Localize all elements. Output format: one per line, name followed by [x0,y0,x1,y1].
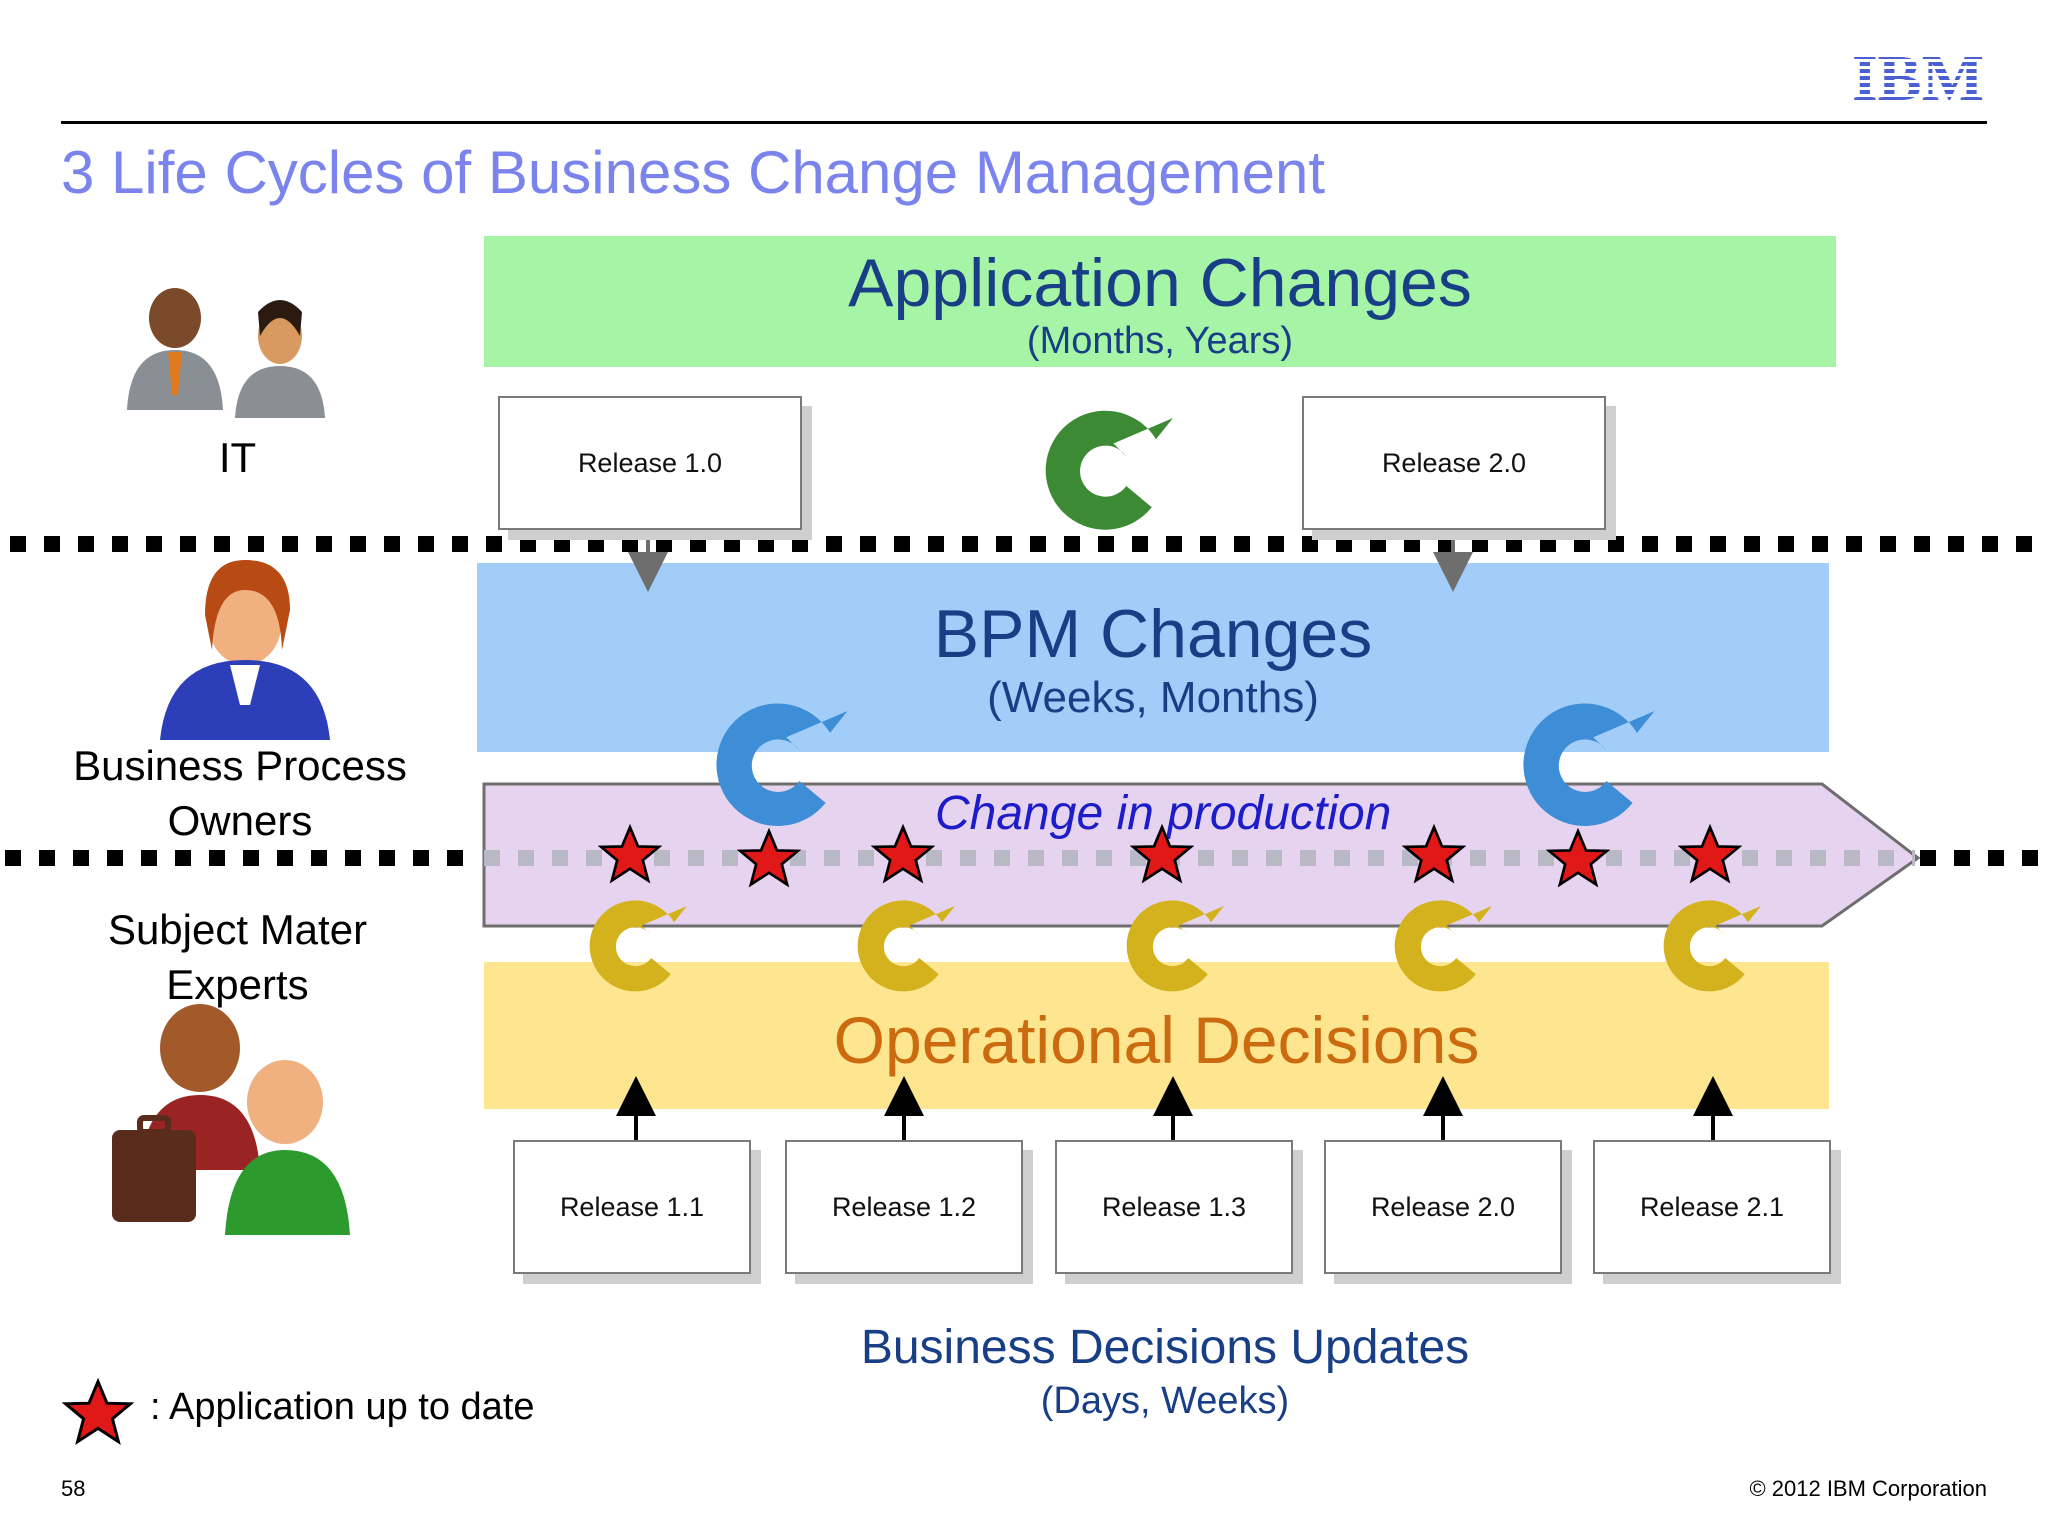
decision-release-box: Release 2.0 [1324,1140,1562,1274]
decision-release-label: Release 1.2 [831,1191,977,1222]
app-release-label: Release 1.0 [577,447,723,478]
business-owner-icon [160,560,330,740]
it-people-icon [127,288,325,418]
decision-release-box: Release 1.2 [785,1140,1023,1274]
business-decisions-title: Business Decisions Updates [860,1321,1470,1374]
decision-release-box: Release 1.1 [513,1140,751,1274]
divider-bpo-sme-left [5,850,465,866]
bpm-changes-title: BPM Changes [933,596,1373,672]
application-changes-title: Application Changes [848,245,1472,321]
yellow-cycle-icon [857,900,955,992]
blue-cycle-icon [1523,703,1655,826]
star-icon [1131,825,1193,882]
subject-matter-experts-icon [112,1004,350,1235]
app-release-box: Release 1.0 [498,396,802,530]
yellow-cycle-icon [589,900,687,992]
role-sme-line1: Subject Mater [107,906,368,953]
page-title: 3 Life Cycles of Business Change Managem… [61,139,1326,206]
application-changes-band: Application Changes (Months, Years) [484,236,1836,367]
green-cycle-icon [1045,410,1173,530]
yellow-cycle-icon [1663,900,1761,992]
legend-star-icon [64,1380,132,1444]
decision-release-label: Release 2.1 [1639,1191,1785,1222]
ibm-logo-text: IBM [1852,48,1984,104]
star-icon [1403,825,1465,882]
title-divider [61,121,1987,124]
legend-text: : Application up to date [150,1386,535,1428]
decision-release-label: Release 1.3 [1101,1191,1247,1222]
app-release-label: Release 2.0 [1381,447,1527,478]
divider-it-bpo [10,536,2040,552]
decision-release-box: Release 2.1 [1593,1140,1831,1274]
copyright: © 2012 IBM Corporation [1749,1476,1987,1501]
app-release-box: Release 2.0 [1302,396,1606,530]
star-icon [738,829,800,886]
decision-release-box: Release 1.3 [1055,1140,1293,1274]
operational-decisions-title: Operational Decisions [833,1003,1480,1077]
ibm-logo: IBM [1852,42,1987,115]
role-bpo-line1: Business Process [73,742,407,789]
application-changes-subtitle: (Months, Years) [1026,320,1294,362]
blue-cycle-icon [716,703,848,826]
role-bpo-line2: Owners [167,797,313,844]
star-icon [872,825,934,882]
star-icon [1547,829,1609,886]
role-sme-line2: Experts [166,961,309,1008]
yellow-cycle-icon [1394,900,1492,992]
star-icon [599,825,661,882]
bpm-changes-subtitle: (Weeks, Months) [987,673,1319,722]
role-it: IT [218,434,257,481]
star-icon [1679,825,1741,882]
decision-release-label: Release 2.0 [1370,1191,1516,1222]
decision-release-label: Release 1.1 [559,1191,705,1222]
page-number: 58 [61,1476,86,1501]
business-decisions-subtitle: (Days, Weeks) [1040,1380,1290,1422]
yellow-cycle-icon [1126,900,1224,992]
divider-bpo-sme-right [1920,850,2040,866]
